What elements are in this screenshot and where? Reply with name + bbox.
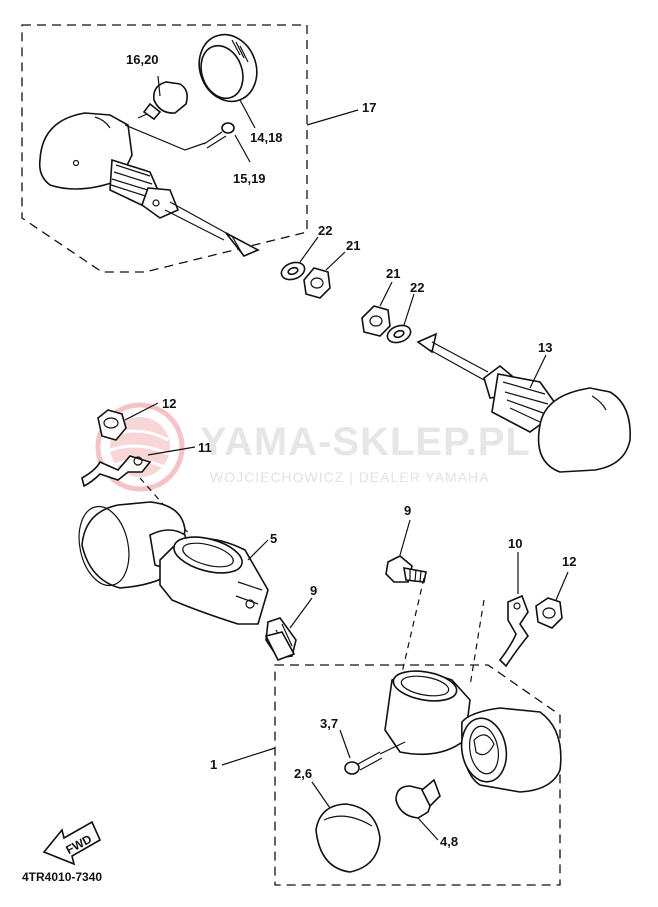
label-22-right: 22 [410, 280, 424, 295]
washer-22-upper [280, 236, 319, 281]
bolt-9-right [385, 519, 427, 691]
bulb-upper [137, 75, 188, 121]
signal-housing-upper [38, 112, 260, 257]
label-5: 5 [270, 531, 277, 546]
label-11: 11 [198, 440, 212, 455]
label-4-8: 4,8 [440, 834, 458, 849]
label-21-right: 21 [386, 266, 400, 281]
nut-12-right [535, 571, 569, 629]
label-13: 13 [538, 340, 552, 355]
nut-12-left [97, 402, 159, 441]
assembly-17-border [21, 24, 308, 273]
lens-lower [311, 781, 381, 873]
leader-17 [306, 109, 359, 126]
signal-housing-1 [221, 670, 562, 793]
label-2-6: 2,6 [294, 766, 312, 781]
label-21-upper: 21 [346, 238, 360, 253]
screw-upper [124, 122, 251, 163]
bracket-10 [469, 552, 529, 687]
nut-21-right [361, 281, 393, 337]
label-3-7: 3,7 [320, 716, 338, 731]
label-16-20: 16,20 [126, 52, 159, 67]
bolt-9-left [264, 597, 313, 662]
label-9-left: 9 [310, 583, 317, 598]
bulb-lower [395, 778, 441, 841]
label-17: 17 [362, 100, 376, 115]
watermark-title: YAMA-SKLEP.PL [200, 420, 531, 464]
label-15-19: 15,19 [233, 171, 266, 186]
fwd-arrow-icon: FWD [42, 820, 102, 866]
label-12-right: 12 [562, 554, 576, 569]
label-10: 10 [508, 536, 522, 551]
screw-lower [339, 729, 406, 775]
label-9-right: 9 [404, 503, 411, 518]
label-14-18: 14,18 [250, 130, 283, 145]
label-1: 1 [210, 757, 217, 772]
watermark-subtitle: WOJCIECHOWICZ | DEALER YAMAHA [210, 469, 489, 485]
nut-21-upper [303, 251, 346, 299]
label-22-upper: 22 [318, 223, 332, 238]
signal-housing-5 [78, 501, 269, 625]
washer-22-right [386, 293, 415, 344]
watermark: YAMA-SKLEP.PL WOJCIECHOWICZ | DEALER YAM… [95, 402, 531, 492]
label-12-left: 12 [162, 396, 176, 411]
diagram-code: 4TR4010-7340 [22, 870, 102, 884]
lens-ring-upper [198, 33, 258, 129]
signal-housing-13 [416, 332, 631, 473]
